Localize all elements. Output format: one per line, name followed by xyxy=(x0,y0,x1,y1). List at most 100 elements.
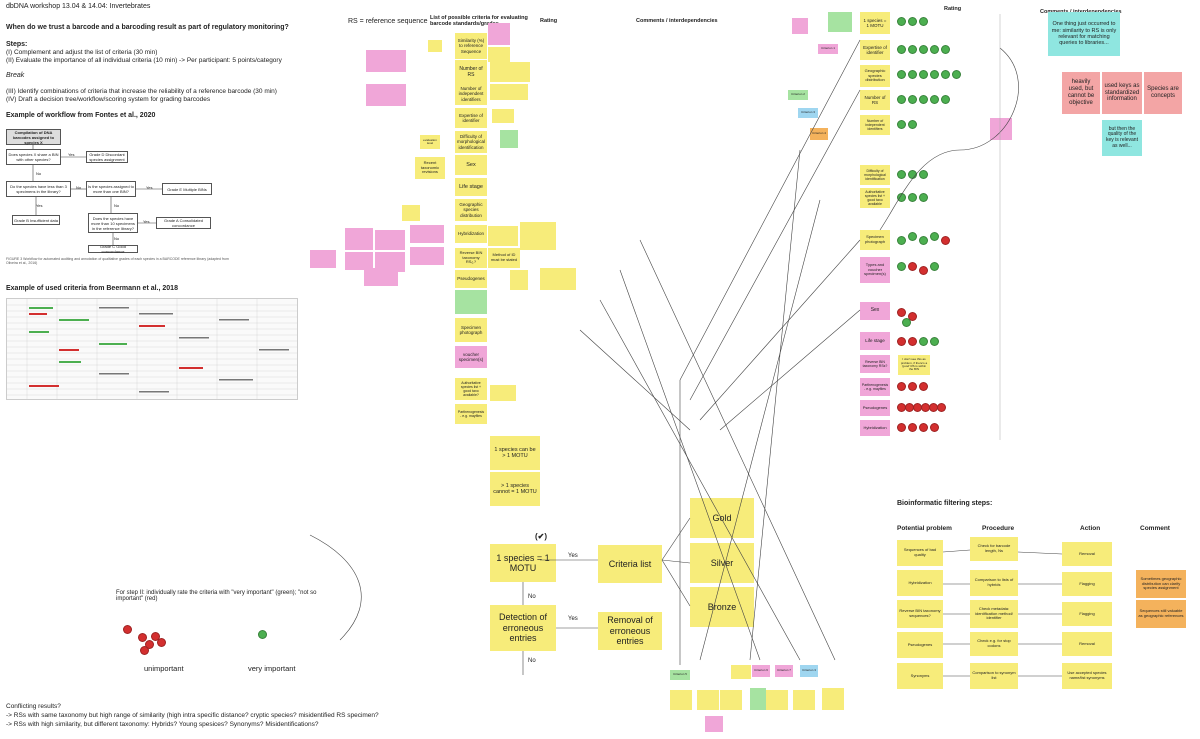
note-pink-right[interactable] xyxy=(990,118,1012,140)
decision-criteria-list[interactable]: Criteria list xyxy=(598,545,662,583)
note-pink-top[interactable] xyxy=(792,18,808,34)
criterion-similarity[interactable]: Similarity (%) to reference Sequence xyxy=(455,33,487,59)
note-yellow-2[interactable] xyxy=(488,47,510,62)
note-pink-9[interactable] xyxy=(364,268,398,286)
criterion-specimen-photo[interactable]: Specimen photograph xyxy=(455,318,487,342)
criterion-tag-blue-a[interactable]: Criterion 3 xyxy=(798,108,818,118)
note-yellow-11[interactable] xyxy=(490,385,516,401)
bioinf-action-4[interactable]: Removal xyxy=(1062,632,1112,656)
criterion-geo[interactable]: Geographic species distribution xyxy=(455,199,487,221)
rating-specimen-photo[interactable]: Specimen photograph xyxy=(860,230,890,250)
note-bottom-1[interactable] xyxy=(670,690,692,710)
bioinf-comment-2[interactable]: Sequences still valuable as geographic r… xyxy=(1136,600,1186,628)
bioinf-action-5[interactable]: Use accepted species name/list synonyms xyxy=(1062,663,1112,689)
criterion-authoritative[interactable]: Authoritative species list + good taxo a… xyxy=(455,378,487,400)
bioinf-action-2[interactable]: Flagging xyxy=(1062,572,1112,596)
rating-authoritative[interactable]: Authoritative species list + good taxo a… xyxy=(860,188,890,208)
note-bottom-4[interactable] xyxy=(750,688,766,710)
criterion-parthenogenesis[interactable]: Parthenogenesis - e.g. mayflies xyxy=(455,404,487,424)
note-pink-2[interactable] xyxy=(366,84,406,106)
note-yellow-1[interactable] xyxy=(428,40,442,52)
criterion-hybridization[interactable]: Hybridization xyxy=(455,225,487,243)
decision-detection[interactable]: Detection of erroneous entries xyxy=(490,605,556,651)
grade-bronze[interactable]: Bronze xyxy=(690,587,754,627)
note-green-top[interactable] xyxy=(828,12,852,32)
criterion-tag-pink-a[interactable]: Criterion 1 xyxy=(818,44,838,54)
rating-independent[interactable]: Number of independent identifiers xyxy=(860,115,890,135)
criterion-expertise[interactable]: Expertise of identifier xyxy=(455,108,487,128)
rating-pseudogenes[interactable]: Pseudogenes xyxy=(860,400,890,416)
rating-number-rs[interactable]: Number of RS xyxy=(860,90,890,110)
criterion-voucher[interactable]: voucher specimen(s) xyxy=(455,346,487,368)
comment-heavily[interactable]: heavily used, but cannot be objective xyxy=(1062,72,1100,114)
note-bottom-7[interactable] xyxy=(822,688,844,710)
note-yellow-6[interactable] xyxy=(488,226,518,246)
comment-used-keys[interactable]: used keys as standardized information xyxy=(1102,72,1142,114)
bioinf-procedure-1[interactable]: Check for barcode length, Ns xyxy=(970,537,1018,561)
motu-note-a[interactable]: 1 species can be > 1 MOTU xyxy=(490,436,540,470)
criterion-tag-orange-a[interactable]: Criterion 4 xyxy=(810,128,828,140)
note-pink-4[interactable] xyxy=(310,250,336,268)
note-yellow-9[interactable] xyxy=(540,268,576,290)
rating-life-stage[interactable]: Life stage xyxy=(860,332,890,350)
grade-gold[interactable]: Gold xyxy=(690,498,754,538)
note-pink-3[interactable] xyxy=(488,23,510,45)
comment-thing[interactable]: One thing just occurred to me: similarit… xyxy=(1048,12,1120,56)
note-pink-8[interactable] xyxy=(375,252,405,272)
bioinf-procedure-3[interactable]: Check metadata: identification method/ i… xyxy=(970,600,1018,628)
note-bottom-3[interactable] xyxy=(720,690,742,710)
bioinf-problem-5[interactable]: Synonyms xyxy=(897,663,943,689)
criterion-tag-blue-b[interactable]: Criterion 3 xyxy=(800,665,818,677)
criterion-evaluation-level[interactable]: evaluation level xyxy=(420,135,440,149)
criterion-method-id[interactable]: Method of ID must be stated xyxy=(488,248,520,268)
rating-bin-note[interactable]: I don't see this as problem, if there's … xyxy=(898,355,930,375)
comment-species-concepts[interactable]: Species are concepts xyxy=(1144,72,1182,114)
rating-expertise[interactable]: Expertise of identifier xyxy=(860,40,890,60)
bioinf-problem-3[interactable]: Reverse BIN taxonomy sequences? xyxy=(897,600,943,628)
bioinf-problem-2[interactable]: Hybridization xyxy=(897,570,943,596)
criterion-tag-pink-b[interactable]: Criterion 6 xyxy=(752,665,770,677)
criterion-life-stage[interactable]: Life stage xyxy=(455,178,487,196)
criterion-recent-revisions[interactable]: Recent taxonomic revisions xyxy=(415,157,445,179)
motu-note-b[interactable]: > 1 species cannot = 1 MOTU xyxy=(490,472,540,506)
note-bottom-2[interactable] xyxy=(697,690,719,710)
decision-motu[interactable]: 1 species = 1 MOTU xyxy=(490,544,556,582)
note-pink-10[interactable] xyxy=(410,225,444,243)
criterion-reverse-bin[interactable]: Reverse BIN taxonomy RS¿? xyxy=(455,248,487,268)
note-pink-1[interactable] xyxy=(366,50,406,72)
bioinf-action-3[interactable]: Flagging xyxy=(1062,602,1112,626)
criterion-pseudogenes[interactable]: Pseudogenes xyxy=(455,270,487,288)
bioinf-comment-1[interactable]: Sometimes geographic distribution can cl… xyxy=(1136,570,1186,598)
criterion-tag-green-b[interactable]: Criterion 5 xyxy=(670,670,690,680)
note-yellow-7[interactable] xyxy=(520,222,556,250)
note-pink-11[interactable] xyxy=(410,247,444,265)
note-yellow-4[interactable] xyxy=(490,84,528,100)
note-yellow-10[interactable] xyxy=(402,205,420,221)
note-bottom-5[interactable] xyxy=(766,690,788,710)
note-yellow-3[interactable] xyxy=(490,62,530,82)
note-yellow-8[interactable] xyxy=(510,270,528,290)
criterion-difficulty[interactable]: Difficulty of morphological identificati… xyxy=(455,131,487,153)
criterion-independent-ids[interactable]: Number of independent identifiers xyxy=(455,83,487,105)
note-yellow-5[interactable] xyxy=(492,109,514,123)
criterion-number-rs[interactable]: Number of RS xyxy=(455,60,487,86)
note-green-1[interactable] xyxy=(500,130,518,148)
rating-types-voucher[interactable]: Types and voucher specimen(s) xyxy=(860,257,890,283)
rating-reverse-bin[interactable]: Reverse BIN taxonomy RSs? xyxy=(860,355,890,373)
note-suggestion[interactable] xyxy=(731,665,751,679)
criterion-sex[interactable]: Sex xyxy=(455,155,487,175)
bioinf-procedure-4[interactable]: Check e.g. for stop codons xyxy=(970,632,1018,656)
decision-removal[interactable]: Removal of erroneous entries xyxy=(598,612,662,650)
bioinf-problem-1[interactable]: Sequences of bad quality xyxy=(897,540,943,566)
rating-geo[interactable]: Geographic species distribution xyxy=(860,65,890,87)
rating-sex[interactable]: Sex xyxy=(860,302,890,320)
note-pink-6[interactable] xyxy=(345,252,373,270)
note-pink-7[interactable] xyxy=(375,230,405,250)
bioinf-procedure-2[interactable]: Comparison to lists of hybrids xyxy=(970,570,1018,596)
rating-parthenogenesis[interactable]: Parthenogenesis - e.g. mayflies xyxy=(860,378,890,396)
comment-quality-key[interactable]: but then the quality of the key is relev… xyxy=(1102,120,1142,156)
note-bottom-6[interactable] xyxy=(793,690,815,710)
note-pink-5[interactable] xyxy=(345,228,373,250)
bioinf-action-1[interactable]: Removal xyxy=(1062,542,1112,566)
criterion-tag-pink-c[interactable]: Criterion 7 xyxy=(775,665,793,677)
